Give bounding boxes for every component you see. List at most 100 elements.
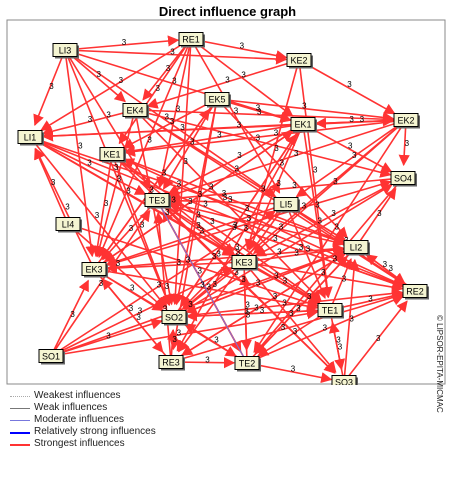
edge-label: 3 bbox=[209, 182, 214, 191]
edge-label: 3 bbox=[136, 313, 141, 322]
plot-frame bbox=[6, 19, 446, 385]
edge-EK1-TE1 bbox=[302, 123, 333, 299]
edge-label: 3 bbox=[166, 64, 171, 73]
edge-label: 3 bbox=[294, 248, 299, 257]
edge-label: 3 bbox=[277, 248, 282, 257]
node-so2[interactable]: SO2 bbox=[161, 310, 188, 326]
edge-EK4-TE1 bbox=[134, 109, 322, 302]
node-ke3[interactable]: KE3 bbox=[231, 255, 258, 271]
edge-label: 3 bbox=[237, 121, 242, 130]
edge-label: 3 bbox=[162, 169, 167, 178]
node-box bbox=[231, 255, 257, 269]
edge-label: 3 bbox=[318, 216, 323, 225]
edge-EK1-RE3 bbox=[176, 123, 304, 352]
edge-LI4-LI1 bbox=[34, 147, 69, 225]
node-so1[interactable]: SO1 bbox=[38, 349, 65, 365]
edge-LI1-KE3 bbox=[29, 136, 234, 257]
edge-label: 3 bbox=[217, 131, 222, 140]
edge-label: 3 bbox=[299, 243, 304, 252]
node-li2[interactable]: LI2 bbox=[343, 240, 370, 256]
node-so3[interactable]: SO3 bbox=[331, 375, 358, 386]
node-li1[interactable]: LI1 bbox=[17, 130, 44, 146]
node-so4[interactable]: SO4 bbox=[390, 171, 417, 187]
edge-LI2-SO4 bbox=[355, 187, 397, 248]
node-te1[interactable]: TE1 bbox=[317, 303, 344, 319]
edge-label: 3 bbox=[244, 224, 249, 233]
edge-RE1-LI1 bbox=[40, 38, 192, 131]
edge-label: 3 bbox=[180, 123, 185, 132]
edge-label: 3 bbox=[282, 298, 287, 307]
edge-KE2-EK4 bbox=[146, 59, 300, 109]
node-re3[interactable]: RE3 bbox=[158, 355, 185, 371]
node-box bbox=[317, 303, 343, 317]
node-li3[interactable]: LI3 bbox=[52, 43, 79, 59]
edge-label: 3 bbox=[289, 309, 294, 318]
edge-LI5-EK3 bbox=[105, 203, 287, 267]
node-te2[interactable]: TE2 bbox=[234, 356, 261, 372]
node-box bbox=[290, 117, 316, 131]
node-box bbox=[17, 130, 43, 144]
node-ek3[interactable]: EK3 bbox=[81, 262, 108, 278]
edge-label: 3 bbox=[126, 186, 131, 195]
legend-item-strongest: Strongest influences bbox=[8, 438, 156, 450]
edge-label: 3 bbox=[147, 136, 152, 145]
legend-label: Weak influences bbox=[34, 402, 108, 413]
edge-TE3-LI2 bbox=[156, 199, 345, 248]
node-li5[interactable]: LI5 bbox=[273, 197, 300, 213]
edge-EK5-LI2 bbox=[216, 98, 348, 239]
edge-label: 3 bbox=[347, 80, 352, 89]
node-label: EK1 bbox=[294, 120, 311, 130]
edge-RE3-TE3 bbox=[153, 211, 172, 363]
edge-label: 3 bbox=[291, 365, 296, 374]
edge-label: 3 bbox=[283, 277, 288, 286]
edge-label: 3 bbox=[256, 134, 261, 143]
edge-label: 3 bbox=[157, 281, 162, 290]
node-ek5[interactable]: EK5 bbox=[204, 92, 231, 108]
edge-label: 3 bbox=[106, 111, 111, 120]
edge-label: 3 bbox=[176, 105, 181, 114]
edge-RE1-LI5 bbox=[190, 38, 281, 194]
edge-moderate-TE3-TE2 bbox=[156, 199, 248, 364]
node-ke1[interactable]: KE1 bbox=[99, 147, 126, 163]
node-ek2[interactable]: EK2 bbox=[393, 113, 420, 129]
edge-LI3-RE1 bbox=[64, 35, 180, 51]
edge-EK2-KE1 bbox=[123, 119, 407, 157]
edge-label: 3 bbox=[188, 300, 193, 309]
edge-RE1-KE2 bbox=[190, 38, 288, 62]
node-box bbox=[122, 103, 148, 117]
node-re2[interactable]: RE2 bbox=[402, 284, 429, 300]
edge-EK4-SO4 bbox=[134, 109, 392, 178]
edge-label: 3 bbox=[235, 165, 240, 174]
node-box bbox=[52, 43, 78, 57]
node-li4[interactable]: LI4 bbox=[55, 217, 82, 233]
edge-label: 3 bbox=[280, 159, 285, 168]
edge-label: 3 bbox=[200, 226, 205, 235]
edge-label: 3 bbox=[210, 217, 215, 226]
edge-label: 3 bbox=[165, 112, 170, 121]
edge-KE1-LI2 bbox=[111, 153, 345, 245]
node-ek1[interactable]: EK1 bbox=[290, 117, 317, 133]
edge-label: 3 bbox=[348, 141, 353, 150]
node-ke2[interactable]: KE2 bbox=[286, 53, 313, 69]
legend-swatch bbox=[10, 408, 30, 409]
node-label: SO1 bbox=[42, 352, 60, 362]
edge-LI1-SO2 bbox=[29, 136, 167, 308]
edge-label: 3 bbox=[241, 275, 246, 284]
edge-label: 3 bbox=[129, 224, 134, 233]
node-ek4[interactable]: EK4 bbox=[122, 103, 149, 119]
edge-SO4-TE2 bbox=[254, 177, 404, 354]
edge-label: 3 bbox=[302, 102, 307, 111]
edge-label: 3 bbox=[156, 84, 161, 93]
node-label: KE3 bbox=[235, 258, 252, 268]
edge-label: 3 bbox=[196, 221, 201, 230]
legend-label: Moderate influences bbox=[34, 414, 125, 425]
edge-EK3-EK1 bbox=[93, 130, 294, 270]
edge-label: 3 bbox=[171, 196, 176, 205]
node-te3[interactable]: TE3 bbox=[144, 193, 171, 209]
node-re1[interactable]: RE1 bbox=[178, 32, 205, 48]
edge-LI3-TE3 bbox=[64, 49, 151, 190]
edge-label: 3 bbox=[70, 310, 75, 319]
edge-KE2-TE1 bbox=[298, 59, 333, 299]
edge-label: 3 bbox=[119, 76, 124, 85]
edge-LI5-TE3 bbox=[168, 195, 287, 207]
